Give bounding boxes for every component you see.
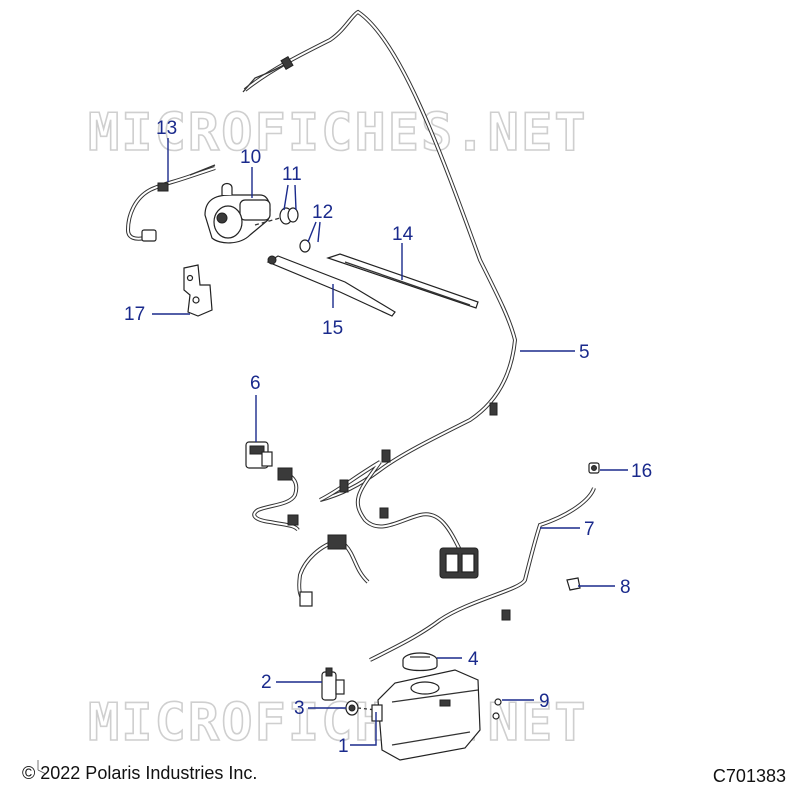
part-9-screw xyxy=(492,698,502,720)
part-15-wiper-arm xyxy=(266,255,396,317)
callout-5: 5 xyxy=(579,342,590,363)
part-6-switch xyxy=(245,441,273,469)
callout-4: 4 xyxy=(468,649,479,670)
callout-3: 3 xyxy=(294,698,305,719)
callout-12: 12 xyxy=(312,202,333,223)
callout-16: 16 xyxy=(631,461,652,482)
callout-10: 10 xyxy=(240,147,261,168)
callout-11: 11 xyxy=(282,164,302,185)
part-12-washer xyxy=(299,239,311,253)
watermark-top: MICROFICHES.NET xyxy=(88,103,588,163)
part-14-wiper-blade xyxy=(326,253,479,309)
callout-8: 8 xyxy=(620,577,631,598)
wiring-harness xyxy=(252,449,479,607)
part-8-clip xyxy=(501,577,581,621)
callout-17: 17 xyxy=(124,304,145,325)
leader-lines xyxy=(152,138,628,746)
part-16-connector xyxy=(588,462,600,474)
part-17-bracket xyxy=(183,264,213,317)
callout-1: 1 xyxy=(338,736,349,757)
callout-15: 15 xyxy=(322,318,343,339)
part-13-hose xyxy=(125,164,216,242)
part-4-cap xyxy=(402,652,438,672)
copyright-text: © 2022 Polaris Industries Inc. xyxy=(22,763,258,783)
callout-9: 9 xyxy=(539,691,550,712)
callout-7: 7 xyxy=(584,519,595,540)
part-3-grommet xyxy=(345,700,377,716)
axis-marker xyxy=(37,760,47,775)
part-2-pump xyxy=(321,667,345,701)
part-11-nut xyxy=(254,207,299,226)
callout-labels: 1 2 3 4 5 6 7 8 9 10 11 12 13 14 15 16 1… xyxy=(124,118,652,757)
callout-6: 6 xyxy=(250,373,261,394)
part-10-wiper-motor xyxy=(204,182,271,244)
callout-13: 13 xyxy=(156,118,177,139)
callout-14: 14 xyxy=(392,224,414,245)
callout-2: 2 xyxy=(261,672,272,693)
part-1-reservoir xyxy=(371,669,481,761)
figure-id: C701383 xyxy=(712,766,786,786)
watermark-bottom: MICROFICHES.NET xyxy=(88,693,588,753)
washer-hose xyxy=(242,9,518,502)
part-7-washer-line xyxy=(369,487,596,662)
